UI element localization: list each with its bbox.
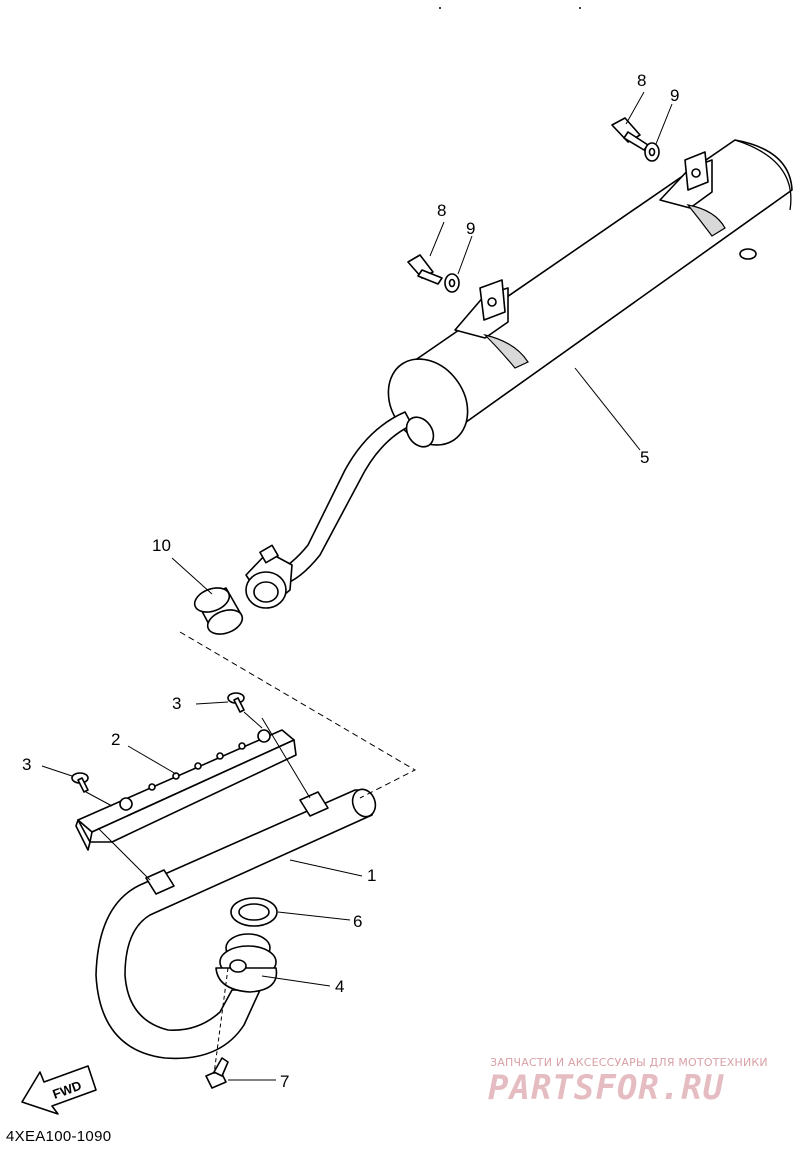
muffler-part-5 <box>245 139 793 609</box>
callout-10: 10 <box>152 536 171 555</box>
bolt-part-8-front <box>407 254 443 285</box>
header-pipe-part-1 <box>95 788 377 1060</box>
callout-6: 6 <box>353 912 362 931</box>
callout-4: 4 <box>335 977 344 996</box>
watermark-tagline: ЗАПЧАСТИ И АКСЕССУАРЫ ДЛЯ МОТОТЕХНИКИ <box>490 1056 768 1069</box>
bolt-part-7 <box>205 1057 229 1089</box>
bolt-part-3-right <box>227 692 245 713</box>
callout-3-left: 3 <box>22 755 31 774</box>
sleeve-part-10 <box>193 587 244 635</box>
flange-part-4 <box>215 933 278 993</box>
callout-5: 5 <box>640 448 649 467</box>
callout-9-rear: 9 <box>670 86 679 105</box>
washer-part-9-front <box>444 273 460 293</box>
callout-8-front: 8 <box>437 201 446 220</box>
bolt-part-8-rear <box>611 117 649 151</box>
callout-9-front: 9 <box>466 219 475 238</box>
drawing-code: 4XEA100-1090 <box>6 1128 112 1145</box>
callout-3-right: 3 <box>172 694 181 713</box>
protector-part-2 <box>75 729 297 851</box>
forward-arrow-icon: FWD <box>21 1065 97 1115</box>
callout-1: 1 <box>367 866 376 885</box>
leader-lines <box>41 91 673 1081</box>
gasket-part-6 <box>230 897 278 927</box>
callout-8-rear: 8 <box>637 71 646 90</box>
bolt-part-3-left <box>71 772 89 793</box>
callout-7: 7 <box>280 1072 289 1091</box>
washer-part-9-rear <box>644 142 660 162</box>
callout-2: 2 <box>111 730 120 749</box>
callout-labels: 8 9 8 9 5 10 3 2 3 1 6 4 7 <box>22 71 679 1091</box>
watermark-logo: PARTSFOR.RU <box>488 1068 725 1108</box>
